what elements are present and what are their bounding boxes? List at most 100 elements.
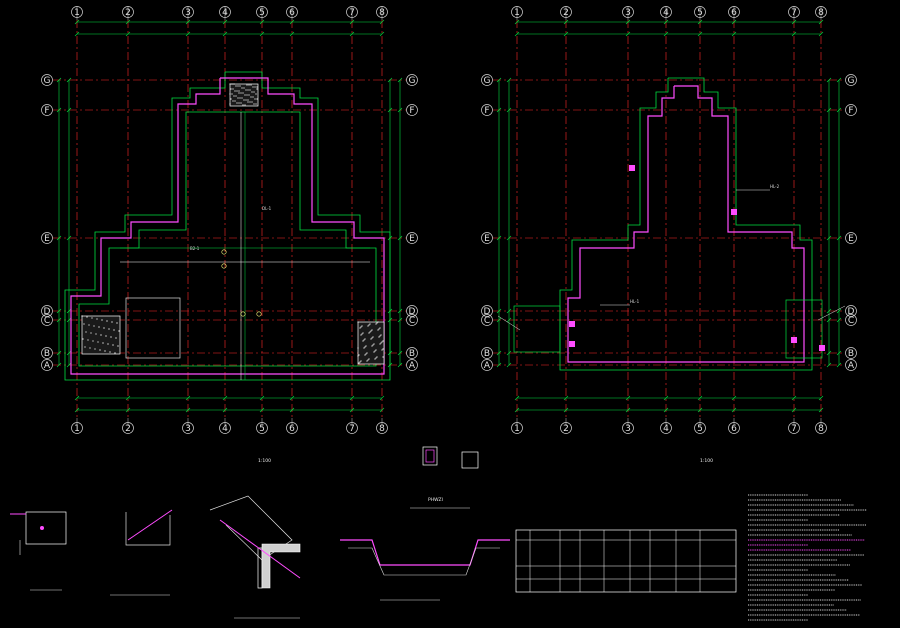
dimension-tick: [818, 31, 824, 37]
dimension-tick: [496, 362, 502, 368]
row-label-right-bubble: [845, 359, 857, 371]
hatch-dot: [253, 91, 255, 93]
hatch-dot: [251, 101, 253, 103]
dimension-tick: [496, 308, 502, 314]
hatch-dot: [361, 333, 363, 335]
wall-centerline: [567, 85, 805, 363]
right-foundation-plan: HL-1HL-2: [497, 77, 846, 371]
hatch-dot: [241, 87, 243, 89]
col-label-top-text: 6: [731, 8, 737, 18]
hatch-dot: [232, 88, 234, 90]
dimension-tick: [563, 407, 569, 413]
col-label-top-bubble: [560, 6, 572, 18]
hatch-dot: [105, 335, 107, 337]
hatch-dot: [246, 84, 248, 86]
row-label-right-text: E: [848, 234, 854, 244]
hatch-dot: [377, 321, 379, 323]
dimension-tick: [222, 19, 228, 25]
dimension-tick: [397, 77, 403, 83]
row-label-left-bubble: [41, 104, 53, 116]
dimension-tick: [379, 19, 385, 25]
col-label-bottom-text: 4: [663, 424, 669, 434]
col-label-top-text: 3: [185, 8, 191, 18]
hatch-dot: [360, 334, 362, 336]
hatch-dot: [88, 324, 90, 326]
row-label-right-bubble: [845, 232, 857, 244]
col-label-top-bubble: [182, 6, 194, 18]
dimension-tick: [259, 31, 265, 37]
hatch-dot: [372, 336, 374, 338]
dimension-tick: [836, 317, 842, 323]
dimension-tick: [663, 407, 669, 413]
col-label-bottom-bubble: [122, 422, 134, 434]
hatch-dot: [367, 359, 369, 361]
col-label-top-text: 2: [125, 8, 131, 18]
dimension-tick: [56, 362, 62, 368]
row-label-left-text: E: [484, 234, 490, 244]
foundation-outer-edge: [64, 71, 391, 381]
dimension-tick: [259, 19, 265, 25]
col-label-top-bubble: [511, 6, 523, 18]
dimension-tick: [56, 350, 62, 356]
dimension-tick: [697, 31, 703, 37]
hatch-dot: [237, 97, 239, 99]
general-notes: [748, 494, 867, 621]
dimension-tick: [625, 19, 631, 25]
col-label-bottom-bubble: [376, 422, 388, 434]
dimension-tick: [379, 31, 385, 37]
left-plan-grid: [53, 6, 406, 426]
dimension-tick: [222, 31, 228, 37]
dimension-tick: [349, 19, 355, 25]
column-section: [731, 209, 737, 215]
row-label-right-text: G: [409, 76, 416, 86]
dimension-tick: [791, 407, 797, 413]
column-detail-box: [422, 446, 438, 466]
hatch-dot: [103, 327, 105, 329]
hatch-dot: [252, 86, 254, 88]
hatch-dot: [247, 89, 249, 91]
hatch-dot: [376, 322, 378, 324]
hatch-dot: [368, 324, 370, 326]
hatch-dot: [100, 334, 102, 336]
dimension-tick: [259, 395, 265, 401]
left-plan-scale: 1:100: [258, 458, 271, 464]
hatch-dot: [370, 330, 372, 332]
hatch-dot: [114, 352, 116, 354]
dimension-tick: [496, 107, 502, 113]
col-label-bottom-bubble: [256, 422, 268, 434]
dimension-tick: [66, 362, 72, 368]
row-label-left-text: B: [484, 349, 490, 359]
row-label-right-bubble: [406, 74, 418, 86]
dimension-tick: [563, 19, 569, 25]
row-label-right-bubble: [406, 305, 418, 317]
dimension-tick: [836, 308, 842, 314]
dimension-tick: [349, 31, 355, 37]
row-label-left-bubble: [481, 347, 493, 359]
dimension-tick: [379, 407, 385, 413]
dimension-tick: [496, 235, 502, 241]
col-label-top-text: 6: [289, 8, 295, 18]
hatch-dot: [238, 90, 240, 92]
left-foundation-plan: B2-1DL-1: [64, 71, 391, 381]
hatch-dot: [373, 343, 375, 345]
dimension-tick: [663, 31, 669, 37]
dimension-tick: [836, 235, 842, 241]
row-label-left-text: D: [44, 307, 51, 317]
dimension-tick: [387, 107, 393, 113]
hatch-dot: [109, 351, 111, 353]
hatch-dot: [378, 328, 380, 330]
hatch-dot: [369, 323, 371, 325]
hatch-dot: [361, 325, 363, 327]
row-label-left-bubble: [41, 314, 53, 326]
hatch-dot: [256, 98, 258, 100]
foundation-wall-line: [70, 77, 385, 375]
col-label-top-bubble: [286, 6, 298, 18]
dimension-tick: [125, 19, 131, 25]
hatch-dot: [375, 357, 377, 359]
column-detail-core: [425, 449, 435, 463]
hatch-dot: [365, 345, 367, 347]
detail-3-rebar: [219, 519, 301, 579]
dimension-tick: [496, 317, 502, 323]
